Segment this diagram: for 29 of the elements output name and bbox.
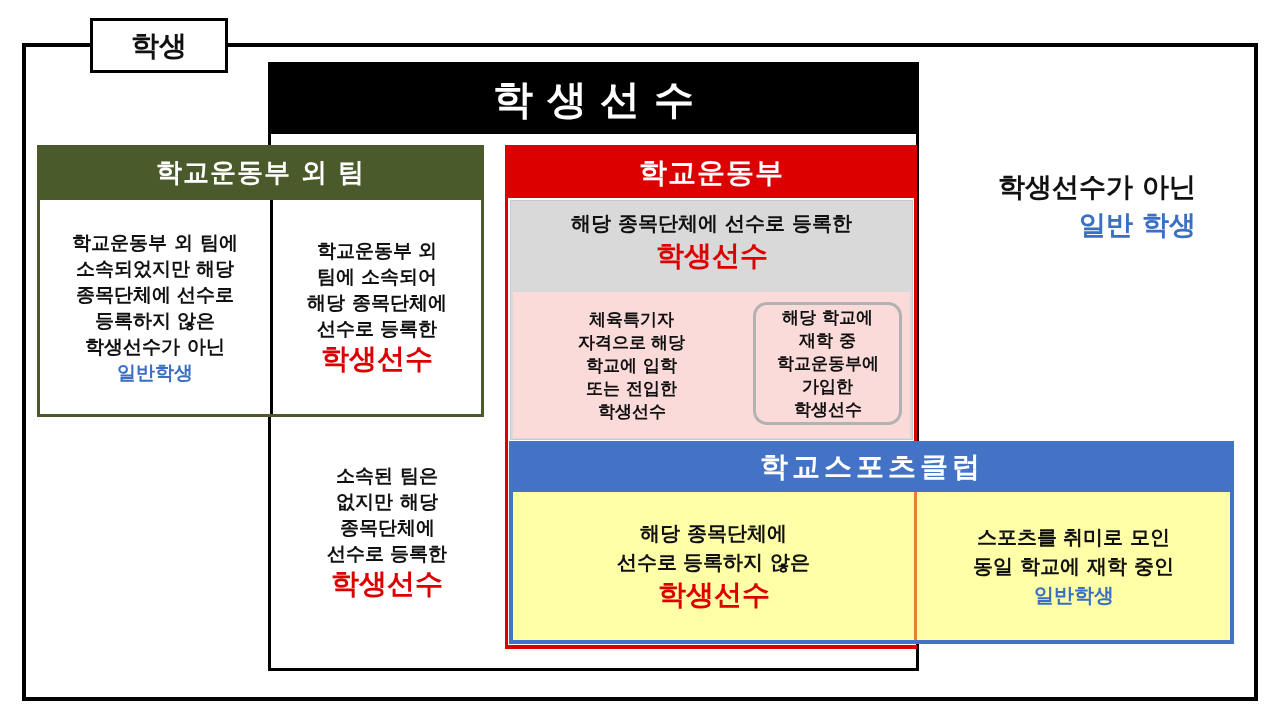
section-header: 학교운동부: [508, 148, 914, 198]
section-heading: 학교스포츠클럽: [758, 448, 985, 485]
text-cell: [270, 200, 481, 414]
description-text: 학교운동부 외 팀에 소속되었지만 해당 종목단체에 선수로 등록하지 않은 학생선수가 아닌: [71, 230, 239, 359]
description-text: 학교운동부 외 팀에 소속되어 해당 종목단체에 선수로 등록한: [306, 238, 448, 341]
title-bar: 학 생 선 수: [271, 65, 916, 134]
highlight-text: 일반학생: [117, 360, 193, 385]
text-cell: [40, 200, 270, 414]
shaded-panel: [513, 292, 910, 438]
shaded-panel: [510, 200, 913, 440]
highlight-text: 학생선수: [655, 238, 768, 274]
description-text: 소속된 팀은 없지만 해당 종목단체에 선수로 등록한: [325, 463, 449, 566]
description-text: 스포츠를 취미로 모인 동일 학교에 재학 중인: [972, 524, 1175, 580]
text-cell: [917, 492, 1230, 640]
annotation-text: 일반 학생: [1078, 208, 1196, 242]
highlight-text: 학생선수: [657, 577, 770, 613]
description-text: 체육특기자 자격으로 해당 학교에 입학 또는 전입한 학생선수: [576, 307, 687, 423]
title-tab: 학생: [90, 18, 228, 73]
text-cell: [513, 492, 917, 640]
group-box: [505, 145, 917, 441]
highlight-text: 학생선수: [331, 566, 443, 602]
highlight-text: 학생선수: [321, 341, 433, 377]
description-text: 해당 학교에 재학 중 학교운동부에 가입한 학생선수: [775, 306, 880, 421]
description-text: 해당 종목단체에 선수로 등록하지 않은: [615, 520, 812, 576]
section-heading: 학교운동부 외 팀: [154, 156, 367, 189]
rounded-box: [753, 302, 902, 425]
description-text: 해당 종목단체에 선수로 등록한: [571, 210, 852, 237]
annotation-text: 학생선수가 아닌: [997, 170, 1196, 204]
highlight-text: 일반학생: [1033, 582, 1114, 609]
